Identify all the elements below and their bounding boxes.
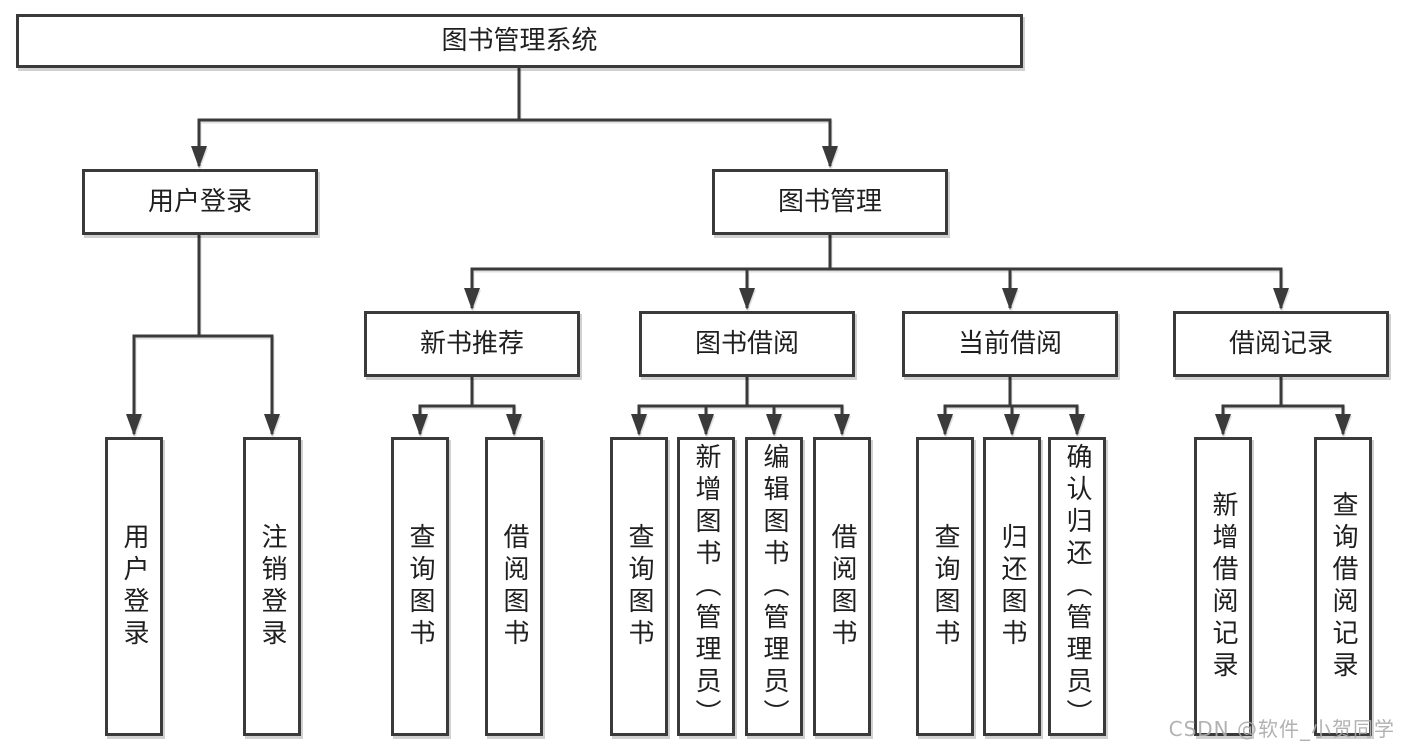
node-logout-action: 注销登录 bbox=[243, 437, 301, 736]
node-label: 图书借阅 bbox=[694, 329, 799, 359]
node-confirm-return-admin: 确认归还（管理员） bbox=[1048, 437, 1106, 736]
node-label: 归还图书 bbox=[997, 522, 1027, 651]
node-label: 新书推荐 bbox=[419, 329, 524, 359]
node-label: 用户登录 bbox=[119, 522, 149, 651]
node-library-management-system: 图书管理系统 bbox=[16, 14, 1023, 68]
node-query-books-recommend: 查询图书 bbox=[391, 437, 449, 736]
watermark: CSDN @软件_小贺同学 bbox=[1168, 717, 1395, 741]
node-add-borrow-record: 新增借阅记录 bbox=[1194, 437, 1252, 736]
node-book-borrowing: 图书借阅 bbox=[639, 311, 855, 377]
node-label: 图书管理系统 bbox=[441, 26, 598, 56]
node-add-book-admin: 新增图书（管理员） bbox=[677, 437, 735, 736]
node-label: 借阅图书 bbox=[499, 522, 529, 651]
node-current-borrowing: 当前借阅 bbox=[902, 311, 1118, 377]
node-label: 查询借阅记录 bbox=[1328, 490, 1358, 683]
node-borrowing-records: 借阅记录 bbox=[1173, 311, 1389, 377]
node-label: 查询图书 bbox=[930, 522, 960, 651]
node-label: 确认归还（管理员） bbox=[1062, 442, 1092, 731]
node-label: 编辑图书（管理员） bbox=[759, 442, 789, 731]
node-user-login-action: 用户登录 bbox=[105, 437, 163, 736]
node-label: 图书管理 bbox=[777, 187, 882, 217]
node-label: 当前借阅 bbox=[957, 329, 1062, 359]
node-borrow-books-action: 借阅图书 bbox=[813, 437, 871, 736]
node-return-book: 归还图书 bbox=[983, 437, 1041, 736]
node-label: 借阅图书 bbox=[827, 522, 857, 651]
node-borrow-books-recommend: 借阅图书 bbox=[485, 437, 543, 736]
node-label: 用户登录 bbox=[147, 187, 252, 217]
node-label: 查询图书 bbox=[624, 522, 654, 651]
node-query-books-borrow: 查询图书 bbox=[610, 437, 668, 736]
node-label: 注销登录 bbox=[257, 522, 287, 651]
node-book-management: 图书管理 bbox=[712, 169, 948, 235]
node-query-books-current: 查询图书 bbox=[916, 437, 974, 736]
node-edit-book-admin: 编辑图书（管理员） bbox=[745, 437, 803, 736]
node-label: 新增图书（管理员） bbox=[691, 442, 721, 731]
node-user-login: 用户登录 bbox=[82, 169, 318, 235]
node-label: 查询图书 bbox=[405, 522, 435, 651]
node-label: 借阅记录 bbox=[1228, 329, 1333, 359]
node-query-borrow-record: 查询借阅记录 bbox=[1314, 437, 1372, 736]
node-new-book-recommendation: 新书推荐 bbox=[364, 311, 580, 377]
node-label: 新增借阅记录 bbox=[1208, 490, 1238, 683]
